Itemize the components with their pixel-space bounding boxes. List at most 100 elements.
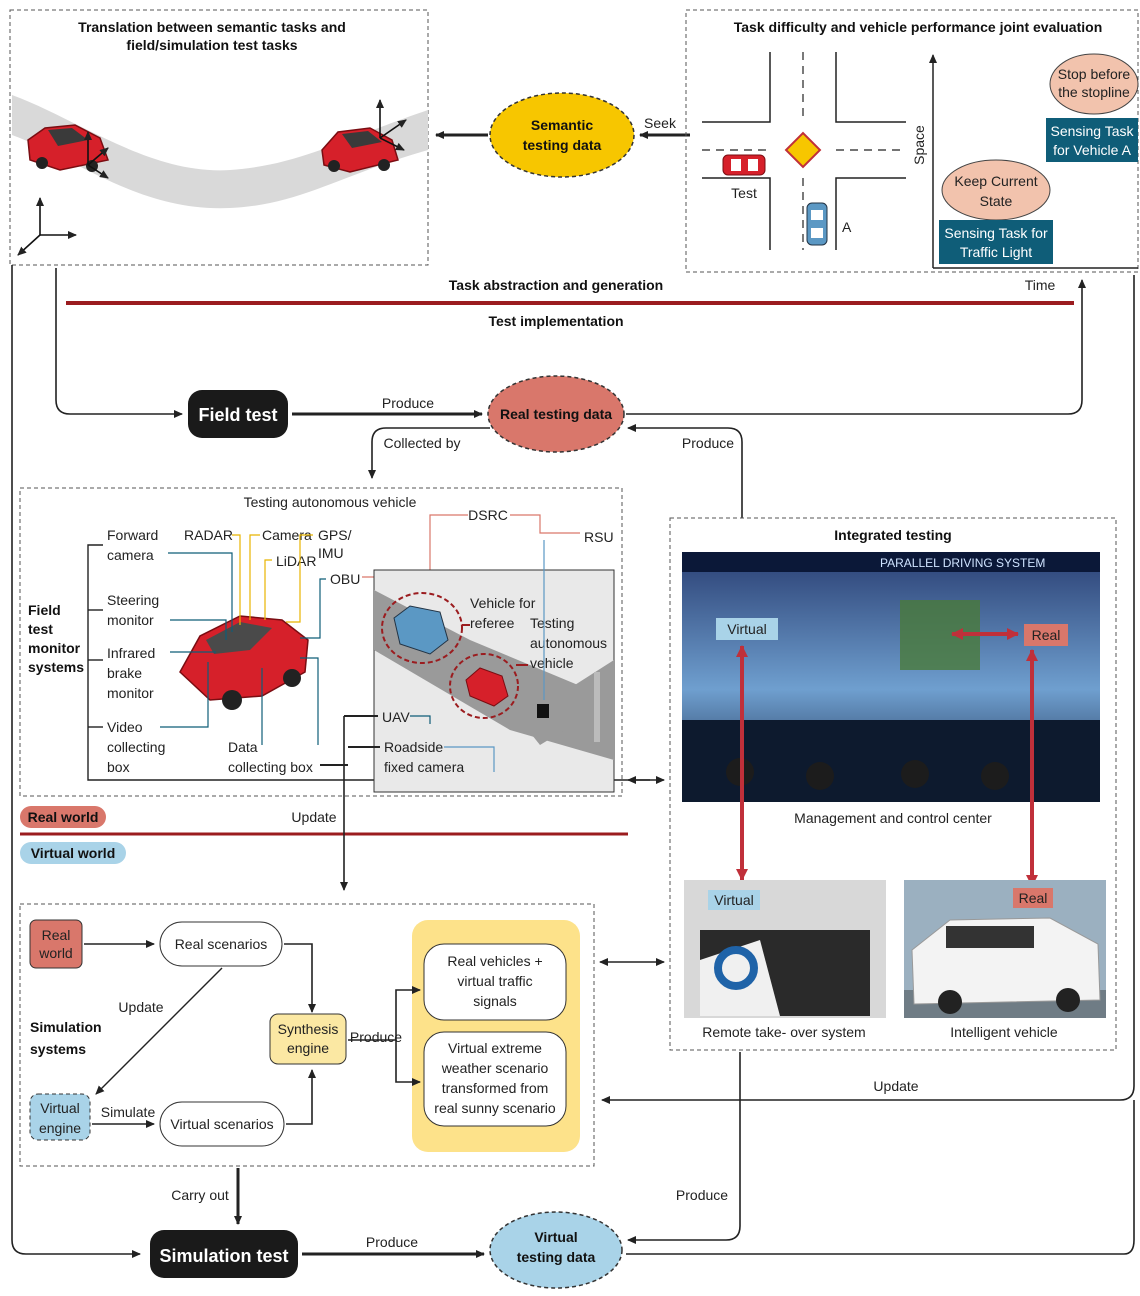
dsrc-link bbox=[362, 514, 468, 578]
car-right-axes-icon bbox=[376, 99, 407, 151]
virtual-testing-data-node: Virtual testing data bbox=[489, 1211, 623, 1289]
testing-av-title: Testing autonomous vehicle bbox=[244, 494, 417, 510]
rsu-label: RSU bbox=[584, 529, 614, 545]
semantic-line-2: testing data bbox=[523, 137, 602, 153]
real-world-label: Real world bbox=[28, 809, 99, 825]
field-test-node[interactable]: Field test bbox=[188, 390, 288, 438]
keep-line-1: Keep Current bbox=[954, 173, 1037, 189]
translation-title-1: Translation between semantic tasks and bbox=[78, 19, 346, 35]
radar-label: RADAR bbox=[184, 527, 233, 543]
virtual-tag-top: Virtual bbox=[716, 618, 778, 640]
forward-camera-2: camera bbox=[107, 547, 154, 563]
real-testing-data-node: Real testing data bbox=[487, 375, 625, 453]
synthesis-1: Synthesis bbox=[278, 1021, 339, 1037]
infrared-2: brake bbox=[107, 665, 142, 681]
sim-systems-1: Simulation bbox=[30, 1019, 102, 1035]
carry-out-label: Carry out bbox=[171, 1187, 229, 1203]
referee-1: Vehicle for bbox=[470, 595, 536, 611]
data-box-2: collecting box bbox=[228, 759, 313, 775]
gps-1: GPS/ bbox=[318, 527, 352, 543]
intelligent-vehicle-photo bbox=[904, 880, 1106, 1018]
red-car-right-icon bbox=[321, 127, 399, 173]
evaluation-panel: Task difficulty and vehicle performance … bbox=[685, 9, 1139, 293]
testing-av-2: autonomous bbox=[530, 635, 607, 651]
monitor-bracket bbox=[87, 544, 650, 781]
virtual-world-badge: Virtual world bbox=[20, 842, 126, 864]
virtual-scenarios-label: Virtual scenarios bbox=[170, 1116, 273, 1132]
collected-by-connector bbox=[368, 427, 490, 479]
roadside-2: fixed camera bbox=[384, 759, 464, 775]
sim-produce-label: Produce bbox=[350, 1029, 402, 1045]
management-control-center-photo: PARALLEL DRIVING SYSTEM bbox=[682, 552, 1100, 802]
virtual-extreme-weather-node: Virtual extreme weather scenario transfo… bbox=[423, 1031, 567, 1127]
real-vehicles-virtual-signals-node: Real vehicles + virtual traffic signals bbox=[423, 943, 567, 1021]
real-world-badge: Real world bbox=[20, 806, 106, 828]
virtual-tag-bottom: Virtual bbox=[708, 890, 760, 910]
simulation-test-node[interactable]: Simulation test bbox=[150, 1230, 298, 1278]
intersection-lines bbox=[702, 52, 906, 250]
left-rail-connector bbox=[11, 265, 141, 1258]
simulation-systems-panel: Real world Real scenarios Update Simulat… bbox=[19, 903, 595, 1167]
testing-av-red-car-icon bbox=[179, 615, 309, 710]
testing-av-panel: Testing autonomous vehicle Field test mo… bbox=[19, 487, 650, 797]
intersection-dashes bbox=[702, 52, 906, 250]
monitor-line-4: systems bbox=[28, 659, 84, 675]
evaluation-title: Task difficulty and vehicle performance … bbox=[734, 19, 1103, 35]
testing-av-1: Testing bbox=[530, 615, 574, 631]
axis-space-label: Space bbox=[911, 125, 927, 165]
sim-update-label: Update bbox=[118, 999, 163, 1015]
sensing-task-vehicle-a: Sensing Task for Vehicle A bbox=[1046, 118, 1138, 162]
roadside-1: Roadside bbox=[384, 739, 443, 755]
monitor-line-2: test bbox=[28, 621, 53, 637]
sense-a-line-2: for Vehicle A bbox=[1053, 142, 1131, 158]
produce-right-label: Produce bbox=[676, 1187, 728, 1203]
sense-light-line-1: Sensing Task for bbox=[944, 225, 1048, 241]
test-implementation-label: Test implementation bbox=[488, 313, 623, 329]
vx-1: Virtual extreme bbox=[448, 1040, 542, 1056]
virtual-data-1: Virtual bbox=[534, 1229, 577, 1245]
testing-car-icon bbox=[465, 667, 509, 707]
sensor-leader-lines bbox=[160, 534, 326, 745]
keep-line-2: State bbox=[980, 193, 1013, 209]
axis-time-label: Time bbox=[1025, 277, 1056, 293]
road-band bbox=[12, 95, 428, 209]
real-scenarios-node: Real scenarios bbox=[159, 921, 283, 967]
world-update-label: Update bbox=[291, 809, 336, 825]
semantic-testing-data-node: Semantic testing data bbox=[489, 92, 635, 178]
virtual-tag2-label: Virtual bbox=[714, 892, 753, 908]
virtual-world-label: Virtual world bbox=[31, 845, 116, 861]
steering-2: monitor bbox=[107, 612, 154, 628]
keep-current-state: Keep Current State bbox=[941, 159, 1051, 221]
rv-2: virtual traffic bbox=[457, 973, 532, 989]
vx-4: real sunny scenario bbox=[434, 1100, 556, 1116]
update-diagonal-arrow bbox=[95, 967, 223, 1095]
remote-takeover-photo bbox=[684, 880, 886, 1018]
collected-by-label: Collected by bbox=[383, 435, 460, 451]
real-tag2-label: Real bbox=[1019, 890, 1048, 906]
synthesis-2: engine bbox=[287, 1040, 329, 1056]
intelligent-caption: Intelligent vehicle bbox=[950, 1024, 1058, 1040]
red-car-left-icon bbox=[27, 124, 110, 172]
real-tag-bottom: Real bbox=[1013, 888, 1053, 908]
rsu-unit-icon bbox=[537, 704, 549, 718]
field-produce-label: Produce bbox=[382, 395, 434, 411]
seek-label: Seek bbox=[644, 115, 677, 131]
sim-real-world-1: Real bbox=[42, 927, 71, 943]
rv-3: signals bbox=[473, 993, 517, 1009]
virtual-data-2: testing data bbox=[517, 1249, 596, 1265]
real-testing-data-label: Real testing data bbox=[500, 406, 612, 422]
virtual-engine-2: engine bbox=[39, 1120, 81, 1136]
stop-before-stopline-state: Stop before the stopline bbox=[1049, 53, 1139, 115]
traffic-light-diamond-icon bbox=[784, 131, 822, 169]
vehicle-a-label: A bbox=[842, 219, 852, 235]
monitor-line-3: monitor bbox=[28, 640, 81, 656]
virtual-to-right-rail-connector bbox=[626, 1100, 1135, 1255]
vx-2: weather scenario bbox=[441, 1060, 549, 1076]
uav-label: UAV bbox=[382, 709, 410, 725]
forward-camera-1: Forward bbox=[107, 527, 158, 543]
real-tag-top: Real bbox=[1024, 624, 1068, 646]
vehicle-a-icon bbox=[806, 202, 828, 246]
roadside-pole bbox=[594, 672, 600, 742]
data-box-1: Data bbox=[228, 739, 258, 755]
sim-real-world-node: Real world bbox=[29, 919, 83, 969]
